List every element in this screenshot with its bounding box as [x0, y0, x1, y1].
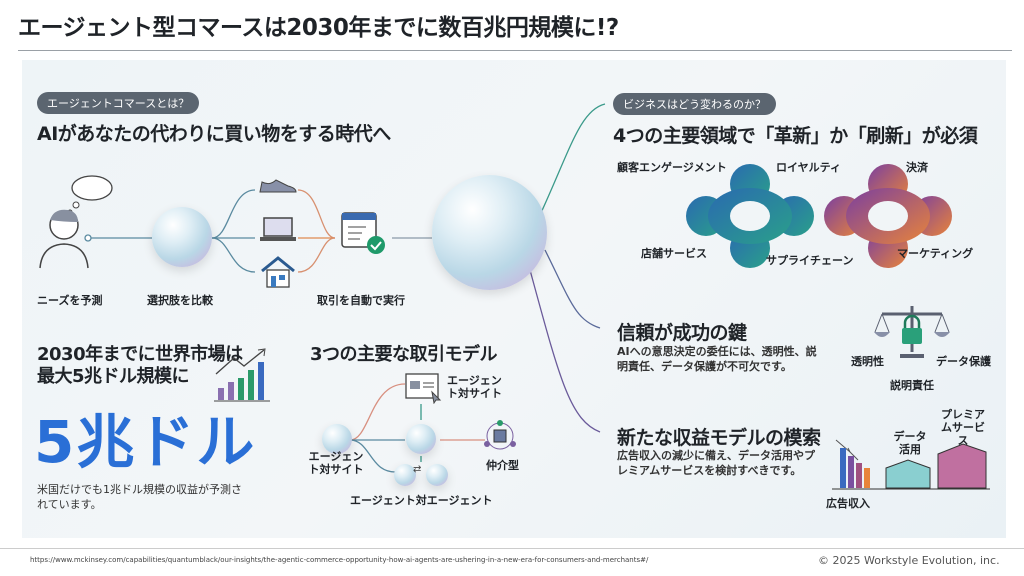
- market-heading-line2: 最大5兆ドル規模に: [37, 366, 190, 387]
- revenue-label-data: データ活用: [893, 430, 927, 456]
- area-customer-engagement: 顧客エンゲージメント: [617, 161, 727, 174]
- flow-label-execute: 取引を自動で実行: [317, 294, 405, 307]
- models-heading: 3つの主要な取引モデル: [310, 344, 498, 365]
- areas-heading: 4つの主要領域で「革新」か「刷新」が必須: [613, 125, 978, 147]
- section-pill-business-change: ビジネスはどう変わるのか？: [613, 93, 776, 115]
- browser-cursor-icon: [405, 373, 442, 404]
- model-broker: 仲介型: [486, 459, 519, 472]
- section-pill-what-is: エージェントコマースとは？: [37, 92, 200, 114]
- growth-chart-icon: [214, 348, 270, 402]
- agent-orb-b: [426, 464, 448, 486]
- person-thinking-icon: [39, 175, 113, 269]
- footer-divider: [0, 548, 1024, 549]
- area-store-service: 店舗サービス: [641, 247, 707, 260]
- agent-orb-left: [322, 424, 352, 454]
- model-agent-to-site-top: エージェント対サイト: [447, 374, 502, 400]
- house-icon: [261, 256, 295, 288]
- scale-lock-icon: [874, 306, 950, 358]
- market-heading-line1: 2030年までに世界市場は: [37, 344, 243, 365]
- exchange-arrows-icon: ⇄: [413, 464, 422, 475]
- revenue-label-ads: 広告収入: [826, 497, 870, 510]
- area-payment: 決済: [906, 161, 928, 174]
- laptop-icon: [260, 217, 296, 241]
- broker-network-icon: [484, 420, 516, 450]
- agent-orb-center: [406, 424, 436, 454]
- market-note: 米国だけでも1兆ドル規模の収益が予測されています。: [37, 483, 242, 511]
- trust-heading: 信頼が成功の鍵: [617, 322, 747, 344]
- auto-transaction-icon: [341, 212, 385, 254]
- copyright: © 2025 Workstyle Evolution, inc.: [818, 554, 1000, 567]
- trust-body: AIへの意思決定の委任には、透明性、説明責任、データ保護が不可欠です。: [617, 345, 817, 373]
- source-link[interactable]: https://www.mckinsey.com/capabilities/qu…: [30, 556, 649, 564]
- area-marketing: マーケティング: [897, 247, 974, 260]
- central-ai-orb: [432, 175, 547, 290]
- agent-orb-a: [394, 464, 416, 486]
- revenue-label-premium: プレミアムサービス: [941, 408, 985, 447]
- revenue-heading: 新たな収益モデルの模索: [617, 427, 821, 449]
- model-agent-to-site-left: エージェント対サイト: [308, 450, 364, 476]
- revenue-body: 広告収入の減少に備え、データ活用やプレミアムサービスを検討すべきです。: [617, 449, 815, 477]
- flow-label-compare: 選択肢を比較: [147, 294, 213, 307]
- business-areas-cluster-icon: [824, 164, 952, 268]
- trust-label-accountability: 説明責任: [890, 379, 934, 392]
- area-loyalty: ロイヤルティ: [776, 161, 842, 174]
- revenue-models-chart-icon: [832, 439, 990, 490]
- page-title: エージェント型コマースは2030年までに数百兆円規模に!?: [18, 15, 619, 41]
- title-divider: [18, 50, 1012, 51]
- area-supply-chain: サプライチェーン: [766, 254, 854, 267]
- trust-label-transparency: 透明性: [851, 355, 884, 368]
- flow-label-predict: ニーズを予測: [37, 294, 103, 307]
- sneaker-icon: [259, 179, 297, 193]
- ai-agent-orb: [152, 207, 212, 267]
- model-agent-to-agent: エージェント対エージェント: [350, 494, 493, 507]
- section-heading-ai-shopping: AIがあなたの代わりに買い物をする時代へ: [37, 123, 391, 145]
- trust-label-data-protection: データ保護: [936, 355, 991, 368]
- customer-areas-cluster-icon: [686, 164, 814, 268]
- market-size-value: 5兆ドル: [34, 408, 257, 476]
